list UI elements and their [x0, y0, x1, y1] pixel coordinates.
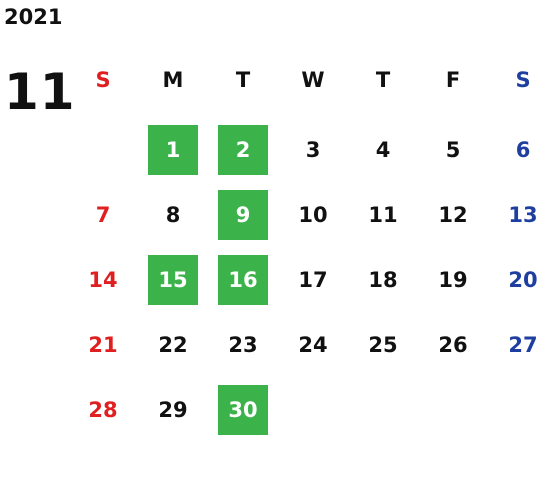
day-cell[interactable]: 10 — [298, 203, 328, 227]
weekday-header-sat: S — [515, 68, 531, 92]
weekday-header-fri: F — [445, 68, 461, 92]
day-cell[interactable]: 28 — [88, 398, 118, 422]
weekday-header-thu: T — [375, 68, 391, 92]
weekday-header-mon: M — [162, 68, 184, 92]
weekday-header-sun: S — [95, 68, 111, 92]
day-cell-highlighted[interactable]: 2 — [218, 125, 268, 175]
year-label: 2021 — [4, 5, 63, 29]
day-cell-highlighted[interactable]: 15 — [148, 255, 198, 305]
day-cell[interactable]: 26 — [438, 333, 468, 357]
empty-day-cell — [78, 125, 128, 175]
day-cell[interactable]: 19 — [438, 268, 468, 292]
day-cell[interactable]: 14 — [88, 268, 118, 292]
day-cell[interactable]: 17 — [298, 268, 328, 292]
day-cell[interactable]: 7 — [95, 203, 111, 227]
day-cell[interactable]: 29 — [158, 398, 188, 422]
day-cell[interactable]: 3 — [305, 138, 321, 162]
day-cell[interactable]: 23 — [228, 333, 258, 357]
day-cell[interactable]: 13 — [508, 203, 538, 227]
day-cell[interactable]: 4 — [375, 138, 391, 162]
day-cell[interactable]: 21 — [88, 333, 118, 357]
empty-day-cell — [498, 385, 548, 435]
calendar-week-row: 28 29 30 — [68, 385, 548, 435]
weekday-header-row: S M T W T F S — [68, 55, 548, 105]
day-cell[interactable]: 6 — [515, 138, 531, 162]
empty-day-cell — [428, 385, 478, 435]
day-cell[interactable]: 8 — [165, 203, 181, 227]
day-cell-highlighted[interactable]: 9 — [218, 190, 268, 240]
day-cell[interactable]: 25 — [368, 333, 398, 357]
day-cell[interactable]: 5 — [445, 138, 461, 162]
day-cell[interactable]: 22 — [158, 333, 188, 357]
day-cell[interactable]: 18 — [368, 268, 398, 292]
day-cell[interactable]: 20 — [508, 268, 538, 292]
day-cell-highlighted[interactable]: 1 — [148, 125, 198, 175]
day-cell[interactable]: 27 — [508, 333, 538, 357]
day-cell[interactable]: 24 — [298, 333, 328, 357]
calendar-week-row: 14 15 16 17 18 19 20 — [68, 255, 548, 305]
empty-day-cell — [288, 385, 338, 435]
weekday-header-wed: W — [301, 68, 325, 92]
day-cell[interactable]: 12 — [438, 203, 468, 227]
day-cell[interactable]: 11 — [368, 203, 398, 227]
day-cell-highlighted[interactable]: 16 — [218, 255, 268, 305]
month-number: 11 — [4, 63, 76, 121]
calendar-week-row: 21 22 23 24 25 26 27 — [68, 320, 548, 370]
weekday-header-tue: T — [235, 68, 251, 92]
day-cell-highlighted[interactable]: 30 — [218, 385, 268, 435]
calendar-week-row: 7 8 9 10 11 12 13 — [68, 190, 548, 240]
empty-day-cell — [358, 385, 408, 435]
